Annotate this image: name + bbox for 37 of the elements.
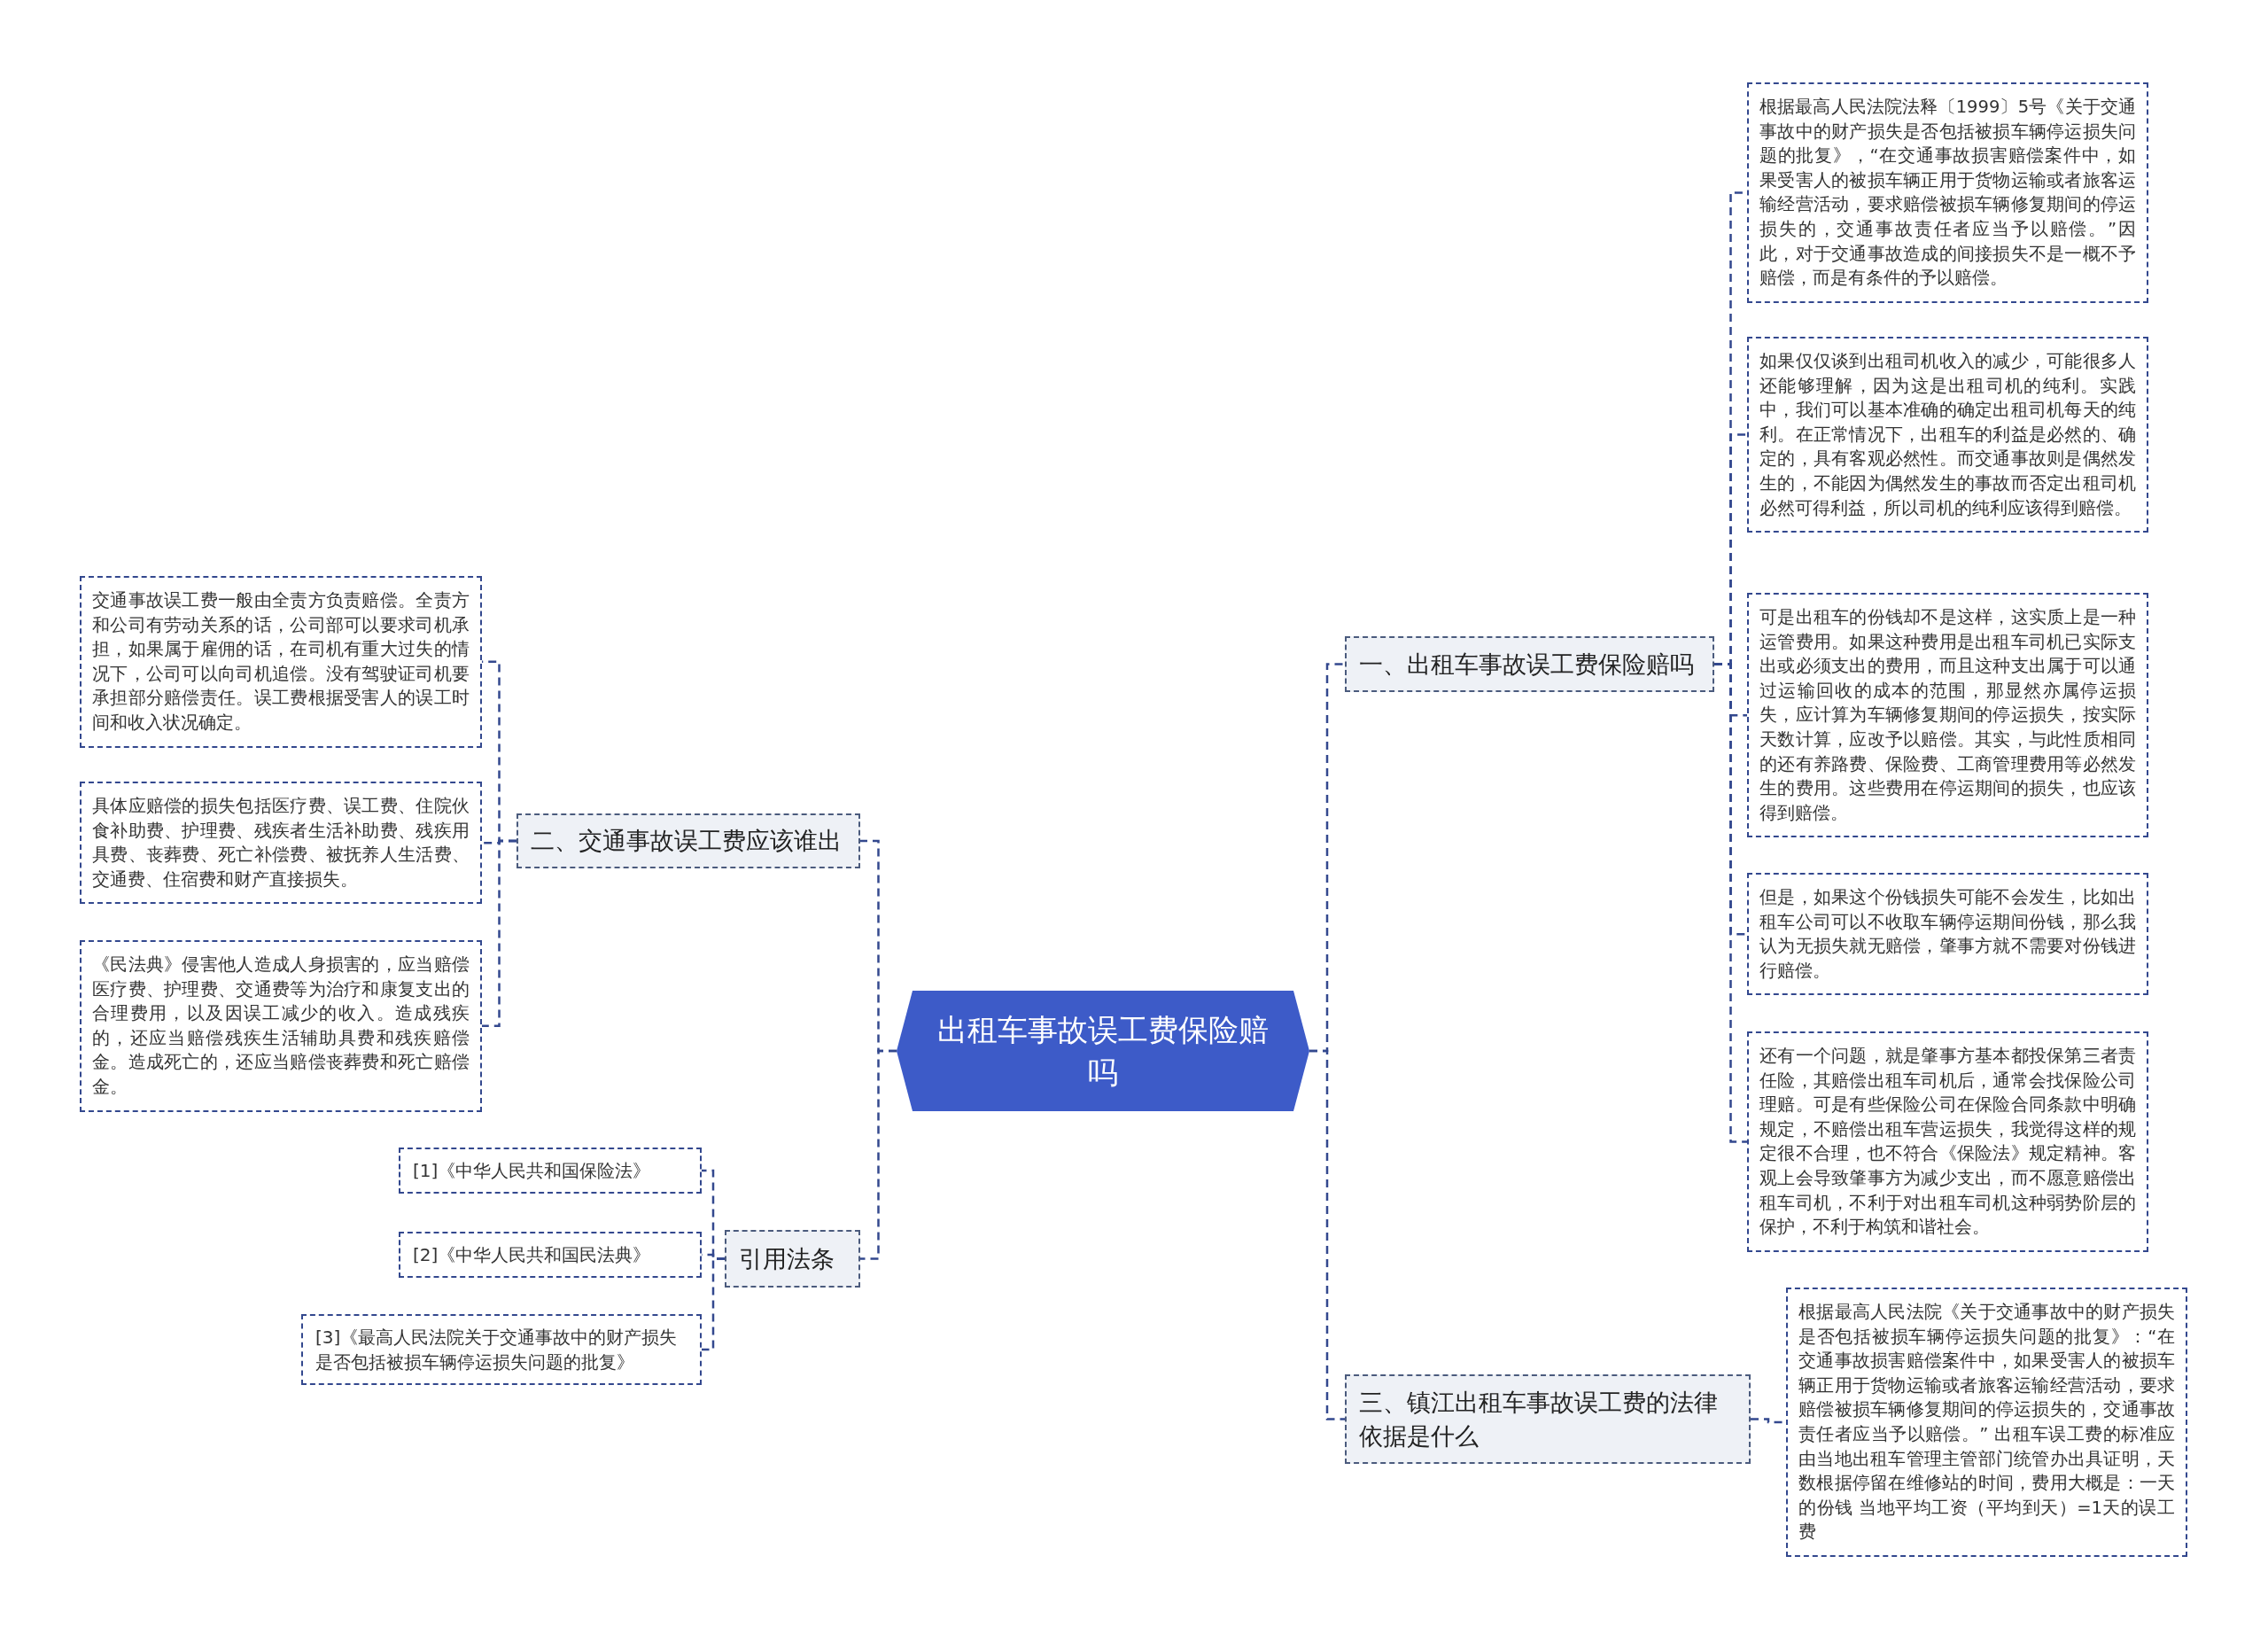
note-text: 具体应赔偿的损失包括医疗费、误工费、住院伙食补助费、护理费、残疾者生活补助费、残疾用具费、丧葬费、死亡补偿费、被抚养人生活费、交通费、住宿费和财产直接损失。	[92, 795, 470, 891]
note-box	[80, 782, 482, 905]
connector-line	[1309, 1049, 1345, 1420]
note-text: 《民法典》侵害他人造成人身损害的，应当赔偿医疗费、护理费、交通费等为治疗和康复支出的合理费用，以及因误工减少的收入。造成残疾的，还应当赔偿残疾生活辅助具费和残疾赔偿金。造成死亡的，还应当赔偿丧葬费和死亡赔偿金。	[92, 953, 470, 1099]
topic-box	[725, 1230, 860, 1288]
topic-box	[1345, 1374, 1751, 1464]
note-text: 交通事故误工费一般由全责方负责赔偿。全责方和公司有劳动关系的话，公司部可以要求司机承担，如果属于雇佣的话，在司机有重大过失的情况下，公司可以向司机追偿。没有驾驶证司机要承担部分赔偿责任。误工费根据受害人的误工时间和收入状况确定。	[92, 589, 470, 735]
note-box	[1747, 593, 2148, 838]
topic-box	[1345, 636, 1714, 692]
topic-text: 一、出租车事故误工费保险赔吗	[1359, 649, 1694, 680]
note-text: 可是出租车的份钱却不是这样，这实质上是一种运管费用。如果这种费用是出租车司机已实际支出或必须支出的费用，而且这种支出属于可以通过运输回收的成本的范围，那显然亦属停运损失，应计算为车辆修复期间的停运损失，按实际天数计算，应改予以赔偿。其实，与此性质相同的还有养路费、保险费、工商管理费用等必然发生的费用。这些费用在停运期间的损失，也应该得到赔偿。	[1759, 606, 2136, 825]
note-text: 根据最高人民法院法释〔1999〕5号《关于交通事故中的财产损失是否包括被损车辆停运损失问题的批复》，“在交通事故损害赔偿案件中，如果受害人的被损车辆正用于货物运输或者旅客运输经营活动，要求赔偿被损车辆修复期间的停运损失的，交通事故责任者应当予以赔偿。”因此，对于交通事故造成的间接损失不是一概不予赔偿，而是有条件的予以赔偿。	[1759, 96, 2136, 291]
note-box	[1747, 337, 2148, 533]
note-text: 但是，如果这个份钱损失可能不会发生，比如出租车公司可以不收取车辆停运期间份钱，那么我认为无损失就无赔偿，肇事方就不需要对份钱进行赔偿。	[1759, 886, 2136, 983]
connector-line	[860, 1049, 897, 1260]
topic-text: 二、交通事故误工费应该谁出	[531, 826, 842, 856]
note-box	[80, 940, 482, 1112]
note-box	[1786, 1288, 2187, 1557]
note-text: [2]《中华人民共和国民法典》	[413, 1243, 652, 1267]
note-text: 根据最高人民法院《关于交通事故中的财产损失是否包括被损车辆停运损失问题的批复》：“在交通事故损害赔偿案件中，如果受害人的被损车辆正用于货物运输或者旅客运输经营活动，要求赔偿被损车辆修复期间的停运损失的，交通事故责任者应当予以赔偿。” 出租车误工费的标准应由当地出租车管理主管部门统管办出具证明，天数根据停留在维修站的时间，费用大概是：一天的份钱 当地平均工资（平均到天）=1天的误工费	[1798, 1301, 2175, 1545]
note-text: [3]《最高人民法院关于交通事故中的财产损失是否包括被损车辆停运损失问题的批复》	[315, 1326, 679, 1374]
topic-text: 三、镇江出租车事故误工费的法律依据是什么	[1359, 1387, 1719, 1451]
topic-text: 出租车事故误工费保险赔吗	[936, 1011, 1270, 1092]
note-text: 如果仅仅谈到出租司机收入的减少，可能很多人还能够理解，因为这是出租司机的纯利。实践中，我们可以基本准确的确定出租司机每天的纯利。在正常情况下，出租车的利益是必然的、确定的，具有客观必然性。而交通事故则是偶然发生的，不能因为偶然发生的事故而否定出租司机必然可得利益，所以司机的纯利应该得到赔偿。	[1759, 350, 2136, 520]
topic-box	[517, 813, 860, 868]
note-box	[1747, 82, 2148, 303]
note-box	[1747, 873, 2148, 996]
note-text: [1]《中华人民共和国保险法》	[413, 1159, 652, 1183]
note-box	[1747, 1031, 2148, 1252]
topic-text: 引用法条	[739, 1243, 835, 1274]
connector-line	[482, 839, 517, 1028]
note-box	[80, 576, 482, 748]
note-box	[399, 1232, 702, 1278]
note-box	[399, 1148, 702, 1194]
note-text: 还有一个问题，就是肇事方基本都投保第三者责任险，其赔偿出租车司机后，通常会找保险公司理赔。可是有些保险公司在保险合同条款中明确规定，不赔偿出租车营运损失，我觉得这样的规定很不合理，也不符合《保险法》规定精神。客观上会导致肇事方为减少支出，而不愿意赔偿出租车司机，不利于对出租车司机这种弱势阶层的保护，不利于构筑和谐社会。	[1759, 1045, 2136, 1240]
note-box	[301, 1314, 702, 1385]
connector-line	[702, 1257, 725, 1351]
